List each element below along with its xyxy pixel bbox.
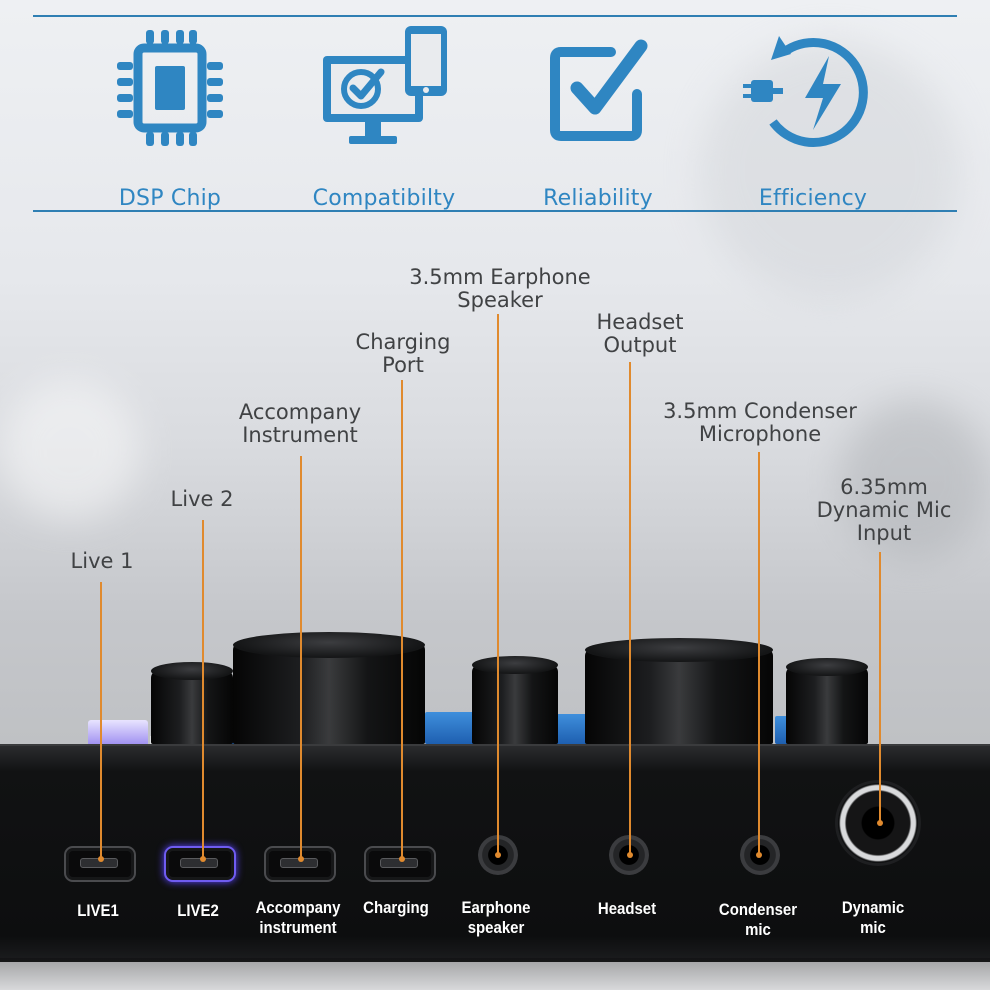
feature-label: Reliability bbox=[543, 186, 653, 211]
leader-line-headset bbox=[629, 362, 631, 854]
power-bolt-icon bbox=[743, 36, 868, 147]
callout-text: 3.5mm Condenser bbox=[663, 399, 857, 423]
callout-text: Port bbox=[382, 353, 424, 377]
leader-dot bbox=[399, 856, 405, 862]
feature-reliability: Reliability bbox=[498, 22, 698, 212]
feature-dsp-chip: DSP Chip bbox=[70, 22, 270, 212]
knob-cap bbox=[151, 662, 233, 680]
port-label-text: LIVE1 bbox=[77, 901, 119, 920]
port-label-text: mic bbox=[745, 920, 771, 939]
port-label-dynamic: Dynamic mic bbox=[825, 898, 922, 938]
callout-text: Live 2 bbox=[170, 487, 234, 511]
port-label-condenser: Condenser mic bbox=[710, 900, 807, 940]
feature-label: Compatibilty bbox=[312, 186, 456, 211]
callout-earphone: 3.5mm Earphone Speaker bbox=[395, 266, 605, 312]
blue-slider bbox=[425, 712, 475, 744]
port-label-text: Condenser bbox=[718, 900, 798, 919]
callout-text: Accompany bbox=[238, 400, 362, 424]
volume-knob[interactable] bbox=[585, 648, 773, 744]
callout-dynamic: 6.35mm Dynamic Mic Input bbox=[800, 476, 968, 545]
leader-line-accompany bbox=[300, 456, 302, 858]
port-label-text: instrument bbox=[259, 918, 337, 937]
leader-line-dynamic bbox=[879, 552, 881, 824]
top-divider bbox=[33, 15, 957, 17]
leader-line-charging bbox=[401, 380, 403, 858]
port-label-text: LIVE2 bbox=[177, 901, 219, 920]
callout-charging: Charging Port bbox=[333, 331, 473, 377]
leader-dot bbox=[877, 820, 883, 826]
leader-line-condenser bbox=[758, 452, 760, 854]
checkbox-icon bbox=[550, 39, 648, 141]
leader-dot bbox=[627, 852, 633, 858]
feature-efficiency: Efficiency bbox=[713, 22, 913, 212]
port-label-headset: Headset bbox=[579, 899, 676, 919]
callout-text: Headset bbox=[596, 310, 684, 334]
callout-live-1: Live 1 bbox=[60, 550, 144, 573]
leader-line-live2 bbox=[202, 520, 204, 858]
callout-text: Dynamic Mic bbox=[816, 498, 952, 522]
volume-knob[interactable] bbox=[786, 666, 868, 744]
blue-slider bbox=[555, 714, 589, 744]
live2-usb-port[interactable] bbox=[164, 846, 236, 882]
mode-button bbox=[88, 720, 148, 746]
callout-text: 6.35mm bbox=[840, 475, 928, 499]
knob-cap bbox=[472, 656, 558, 674]
bottom-divider bbox=[33, 210, 957, 212]
volume-knob[interactable] bbox=[151, 670, 233, 744]
chip-icon bbox=[117, 30, 223, 146]
leader-dot bbox=[98, 856, 104, 862]
port-label-text: Earphone bbox=[461, 898, 531, 917]
port-label-text: mic bbox=[860, 918, 886, 937]
leader-dot bbox=[495, 852, 501, 858]
callout-text: Charging bbox=[355, 330, 451, 354]
callout-headset: Headset Output bbox=[575, 311, 705, 357]
background-blur bbox=[700, 40, 960, 300]
callout-condenser: 3.5mm Condenser Microphone bbox=[645, 400, 875, 446]
callout-text: Input bbox=[856, 521, 912, 545]
volume-knob[interactable] bbox=[472, 664, 558, 744]
port-label-text: Accompany bbox=[255, 898, 341, 917]
port-label-earphone: Earphone speaker bbox=[448, 898, 545, 938]
knob-cap bbox=[233, 632, 425, 658]
knob-cap bbox=[585, 638, 773, 662]
port-label-text: Headset bbox=[597, 899, 657, 918]
feature-label: DSP Chip bbox=[118, 186, 222, 211]
port-label-live2: LIVE2 bbox=[150, 901, 247, 921]
callout-text: Speaker bbox=[457, 288, 543, 312]
callout-text: Output bbox=[603, 333, 677, 357]
port-label-text: speaker bbox=[467, 918, 525, 937]
port-label-charging: Charging bbox=[348, 898, 445, 918]
monitor-tablet-icon bbox=[323, 26, 447, 144]
knob-cap bbox=[786, 658, 868, 676]
feature-compatibility: Compatibilty bbox=[284, 22, 484, 212]
leader-line-earphone bbox=[497, 314, 499, 854]
leader-line-live1 bbox=[100, 582, 102, 858]
leader-dot bbox=[200, 856, 206, 862]
background-blur bbox=[0, 380, 140, 520]
callout-text: Microphone bbox=[698, 422, 822, 446]
feature-label: Efficiency bbox=[758, 186, 868, 211]
volume-knob[interactable] bbox=[233, 642, 425, 744]
callout-text: Instrument bbox=[242, 423, 358, 447]
leader-dot bbox=[298, 856, 304, 862]
callout-text: 3.5mm Earphone bbox=[409, 265, 591, 289]
device-shadow bbox=[0, 958, 990, 990]
background-blur bbox=[840, 400, 990, 560]
port-label-accompany: Accompany instrument bbox=[250, 898, 347, 938]
charging-usb-port[interactable] bbox=[364, 846, 436, 882]
callout-live-2: Live 2 bbox=[160, 488, 244, 511]
callout-text: Live 1 bbox=[70, 549, 134, 573]
port-label-live1: LIVE1 bbox=[50, 901, 147, 921]
port-label-text: Charging bbox=[363, 898, 429, 917]
callout-accompany: Accompany Instrument bbox=[215, 401, 385, 447]
port-label-text: Dynamic bbox=[841, 898, 905, 917]
leader-dot bbox=[756, 852, 762, 858]
